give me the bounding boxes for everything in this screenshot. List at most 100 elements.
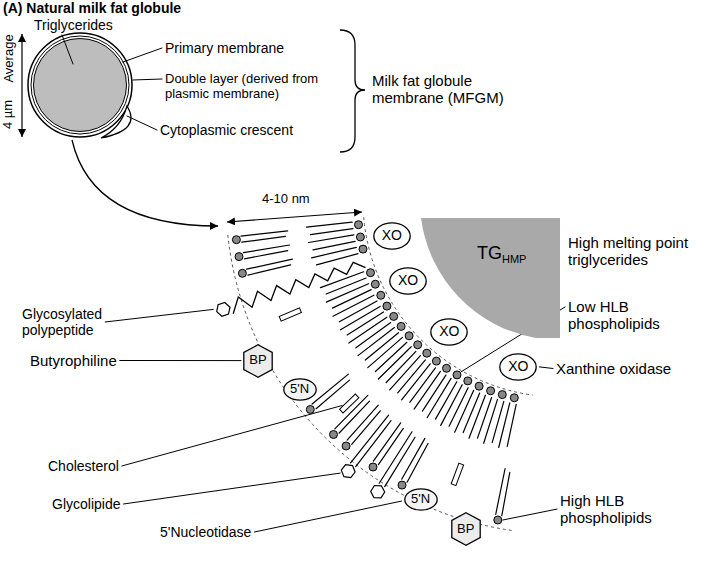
label: Glycolipide: [52, 496, 120, 512]
label: Low HLB phospholipids: [568, 298, 708, 333]
node-text-group: TGHMP: [477, 244, 526, 265]
phospholipid-head: [377, 291, 385, 299]
phospholipid-head: [453, 371, 461, 379]
phospholipid-head: [443, 364, 451, 372]
ellipse-shape: [390, 267, 426, 293]
phospholipid-head: [356, 233, 364, 241]
lipid-tail: [347, 405, 378, 440]
xanthine-oxidase-circle: XO: [499, 353, 537, 381]
node-text: BP: [457, 522, 474, 536]
label: Butyrophiline: [30, 352, 117, 369]
cytoplasmic-crescent: [101, 106, 131, 138]
node-text: XO: [439, 324, 459, 339]
nucleotidase-oval: 5'N: [283, 378, 317, 401]
leader-line: [105, 309, 213, 322]
lipid-tail: [492, 401, 504, 442]
label: Glycosylated polypeptide: [22, 306, 132, 338]
phospholipid-head: [355, 221, 363, 229]
phospholipid-head: [235, 253, 243, 261]
lipid-tail: [244, 251, 287, 259]
phospholipid-head: [367, 269, 375, 277]
ellipse-shape: [374, 223, 410, 249]
lipid-tail: [312, 374, 348, 404]
phospholipid-head: [359, 245, 367, 253]
zoom-arrow: [72, 140, 218, 226]
label: High melting point triglycerides: [568, 234, 713, 269]
leader-lines: [62, 35, 565, 532]
lipid-tail: [241, 231, 288, 236]
phospholipid-head: [510, 394, 518, 402]
node-text: 5'N: [411, 492, 430, 506]
bracket: [340, 30, 365, 152]
hexagon-shape: [451, 513, 479, 545]
leader-line: [122, 406, 342, 467]
lipid-tail: [332, 290, 371, 309]
phospholipid-head: [390, 312, 398, 320]
leader-line: [133, 79, 162, 80]
lipid-tail: [309, 235, 354, 243]
lipid-tail: [502, 472, 510, 515]
leader-line: [120, 360, 241, 361]
phospholipid-head: [371, 280, 379, 288]
node-text: XO: [508, 359, 528, 374]
label: Double layer (derived from plasmic membr…: [165, 72, 330, 102]
lipid-tail: [484, 399, 498, 443]
label: Xanthine oxidase: [556, 360, 671, 377]
label: 4 µm: [2, 99, 17, 128]
lipid-tail: [326, 284, 368, 302]
label: Milk fat globule membrane (MFGM): [372, 72, 522, 107]
label: Triglycerides: [34, 17, 113, 33]
node-text: HMP: [502, 253, 526, 265]
xanthine-oxidase-circle: XO: [373, 222, 411, 250]
lipid-tail: [402, 438, 425, 479]
lipid-tail: [478, 398, 492, 439]
label: High HLB phospholipids: [560, 492, 700, 527]
ellipse-shape: [500, 354, 536, 380]
phospholipid-head: [342, 442, 350, 450]
label: Cholesterol: [48, 458, 119, 474]
xanthine-oxidase-circle: XO: [389, 267, 427, 295]
glycolipid-tail: [351, 415, 389, 463]
phospholipid-head: [494, 516, 502, 524]
phospholipid-head: [405, 332, 413, 340]
size-arrow: [21, 34, 22, 137]
phospholipid-head: [398, 481, 406, 489]
node-text: XO: [398, 273, 418, 288]
label: 4-10 nm: [262, 192, 310, 207]
ellipse-shape: [283, 379, 315, 400]
phospholipid-head: [232, 236, 240, 244]
outer-membrane: [28, 33, 132, 137]
node-text: TG: [477, 243, 502, 263]
lipid-tail: [242, 236, 286, 242]
label: Cytoplasmic crescent: [160, 122, 293, 138]
nucleotidase-oval: 5'N: [404, 488, 438, 511]
lipid-tail: [248, 265, 291, 275]
glycolipid-sugar: [341, 465, 355, 478]
lipid-tail: [247, 259, 293, 269]
leader-line: [254, 501, 401, 532]
leader-line: [62, 35, 73, 64]
polypeptide-chain: [233, 262, 365, 313]
phospholipid-head: [330, 431, 338, 439]
glycolipid-tail: [356, 421, 391, 467]
node-text: BP: [249, 353, 266, 367]
butyrophilin-hexagon: BP: [243, 344, 273, 378]
leader-line: [539, 367, 553, 369]
phospholipid-head: [414, 341, 422, 349]
double-layer: [31, 36, 129, 134]
label: 5'Nucleotidase: [160, 524, 251, 540]
phospholipid-head: [369, 463, 377, 471]
lipid-tail: [310, 229, 353, 235]
phospholipid-head: [383, 302, 391, 310]
lipid-tail: [306, 222, 352, 227]
thickness-arrow: [227, 212, 362, 222]
leader-line: [123, 48, 162, 62]
phospholipid-head: [238, 269, 246, 277]
phospholipid-head: [432, 357, 440, 365]
lipid-tail: [317, 254, 359, 265]
node-text: 5'N: [290, 382, 309, 396]
polypeptide-sugar: [217, 303, 230, 317]
xanthine-oxidase-circle: XO: [430, 318, 468, 346]
glycolipid-sugar: [371, 486, 385, 498]
